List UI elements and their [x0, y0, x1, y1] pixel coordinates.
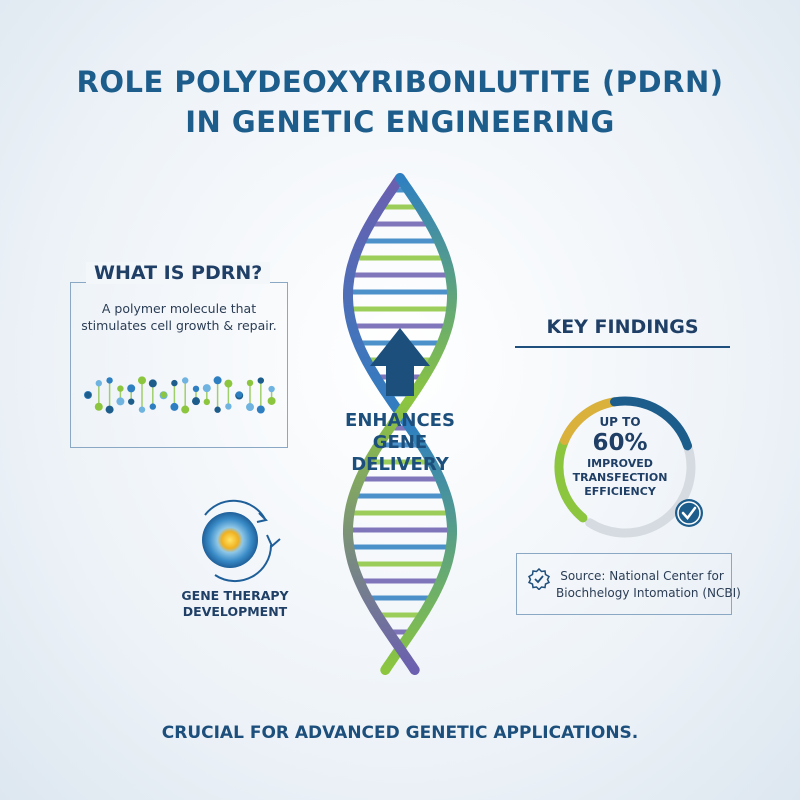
molecule-atom — [106, 377, 113, 384]
up-arrow-icon — [370, 328, 430, 396]
source-line-2: Biochhelogy Intomation (NCBI) — [556, 586, 741, 600]
molecule-atom — [257, 377, 264, 384]
molecule-atom — [95, 380, 102, 387]
what-desc-line-2: stimulates cell growth & repair. — [81, 318, 277, 333]
molecule-atom — [148, 379, 157, 388]
transfection-gauge — [554, 396, 703, 538]
molecule-atom — [116, 397, 125, 406]
molecule-atom — [202, 384, 211, 393]
center-line-2: GENE — [372, 432, 428, 453]
molecule-atom — [256, 405, 265, 414]
gene-label-line-2: DEVELOPMENT — [182, 604, 288, 619]
molecule-atom — [192, 397, 200, 406]
molecule-atom — [149, 403, 156, 410]
polymer-molecule-icon — [84, 376, 276, 414]
molecule-atom — [128, 398, 135, 405]
verified-badge-icon — [528, 568, 550, 590]
molecule-atom — [105, 405, 114, 414]
helix-strand-b — [343, 173, 457, 675]
helix-strand-a — [343, 173, 457, 675]
molecule-atom — [192, 385, 200, 393]
molecule-atom — [160, 391, 167, 398]
molecule-atom — [268, 385, 275, 393]
gene-therapy-label: GENE THERAPY DEVELOPMENT — [150, 588, 320, 620]
source-panel — [516, 553, 732, 615]
molecule-atom — [214, 406, 221, 413]
title-line-1: ROLE POLYDEOXYRIBONLUTITE (PDRN) — [76, 65, 724, 99]
molecule-atom — [203, 398, 210, 406]
molecule-atom — [170, 402, 179, 411]
molecule-atom — [138, 376, 146, 385]
key-findings-heading: KEY FINDINGS — [546, 316, 699, 338]
key-findings-divider — [515, 346, 730, 348]
center-line-3: DELIVERY — [351, 454, 449, 475]
checkmark-ring — [677, 501, 701, 525]
source-citation: Source: National Center for Biochhelogy … — [556, 568, 741, 602]
source-line-1: Source: National Center for — [560, 569, 724, 583]
center-callout: ENHANCES GENE DELIVERY — [330, 410, 470, 476]
gauge-arc — [554, 435, 588, 523]
gauge-desc-line-3: EFFICIENCY — [584, 485, 656, 498]
gauge-up-to: UP TO — [599, 415, 641, 429]
gauge-readout: UP TO 60% IMPROVED TRANSFECTION EFFICIEN… — [565, 414, 675, 499]
what-is-pdrn-description: A polymer molecule that stimulates cell … — [70, 300, 288, 334]
molecule-atom — [267, 396, 276, 405]
molecule-atom — [246, 403, 254, 412]
molecule-atom — [84, 391, 92, 399]
molecule-atom — [225, 403, 232, 410]
title-line-2: IN GENETIC ENGINEERING — [185, 105, 615, 139]
gauge-desc-line-1: IMPROVED — [587, 457, 653, 470]
dna-helix-illustration — [343, 173, 457, 675]
gauge-desc-line-2: TRANSFECTION — [572, 471, 668, 484]
center-line-1: ENHANCES — [345, 410, 455, 431]
gene-therapy-cell-icon — [202, 499, 281, 583]
molecule-atom — [224, 379, 233, 388]
gauge-description: IMPROVED TRANSFECTION EFFICIENCY — [565, 457, 675, 499]
footer-tagline: CRUCIAL FOR ADVANCED GENETIC APPLICATION… — [161, 723, 639, 743]
molecule-atom — [117, 385, 124, 392]
checkmark-tick — [681, 506, 697, 520]
what-desc-line-1: A polymer molecule that — [101, 301, 257, 316]
gene-label-line-1: GENE THERAPY — [181, 588, 289, 603]
molecule-atom — [213, 376, 222, 385]
checkmark-icon — [675, 499, 703, 527]
molecule-atom — [138, 406, 146, 413]
molecule-atom — [171, 379, 178, 387]
molecule-atom — [94, 402, 103, 411]
molecule-atom — [182, 377, 189, 384]
molecule-atom — [236, 391, 243, 398]
gauge-arc — [560, 397, 619, 445]
molecule-atom — [246, 379, 254, 387]
gauge-arc — [609, 396, 693, 451]
molecule-atom — [181, 405, 190, 414]
what-is-pdrn-heading: WHAT IS PDRN? — [86, 262, 271, 284]
gauge-percent: 60% — [592, 430, 648, 456]
page-title: ROLE POLYDEOXYRIBONLUTITE (PDRN) IN GENE… — [0, 62, 800, 142]
molecule-atom — [127, 384, 136, 393]
